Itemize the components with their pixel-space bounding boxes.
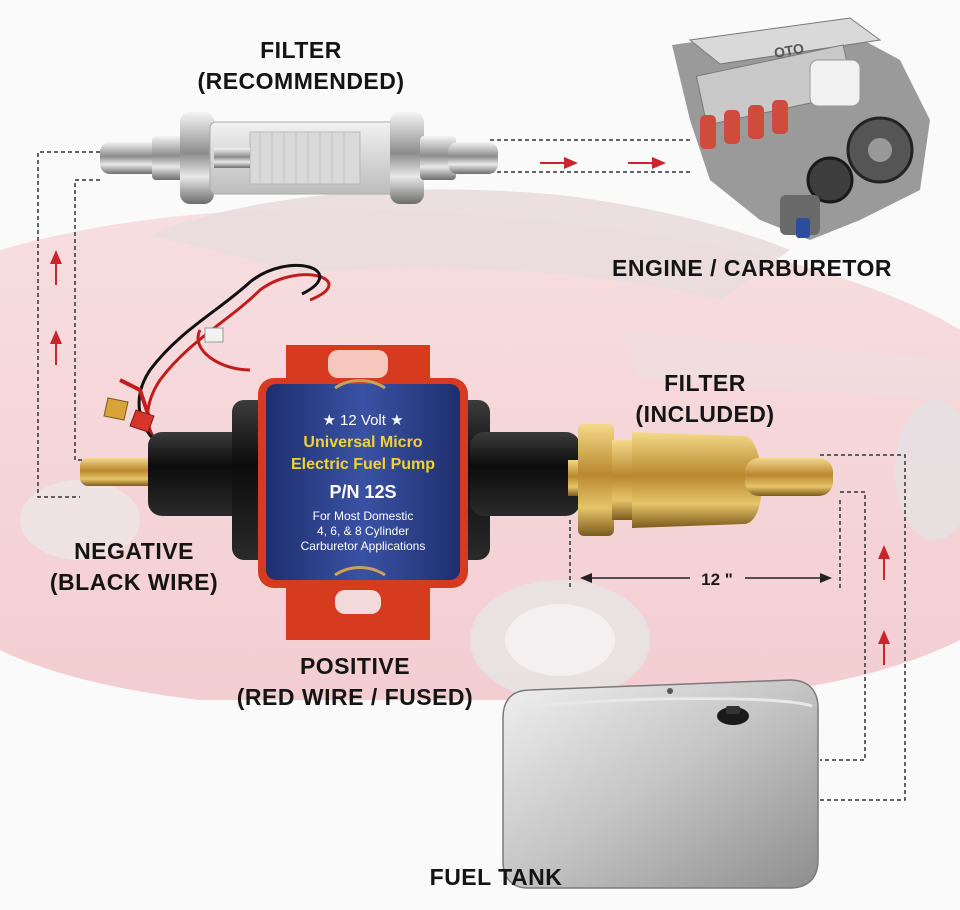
filter-recommended-title: FILTER [260, 37, 342, 63]
pump-name-line-1: Universal Micro [303, 434, 422, 451]
fuel-pump-icon: ★ 12 Volt ★ Universal Micro Electric Fue… [148, 345, 580, 640]
positive-note: (RED WIRE / FUSED) [236, 684, 474, 710]
pump-name-line-2: Electric Fuel Pump [291, 456, 435, 473]
pump-description-line-3: Carburetor Applications [301, 539, 426, 553]
wire-harness [103, 263, 331, 452]
flow-arrow-icon [50, 157, 890, 665]
flow-arrow-up-left-2 [50, 330, 62, 365]
pump-voltage-label: ★ 12 Volt ★ [322, 412, 403, 429]
flow-arrow-up-right-1 [878, 545, 890, 580]
fuel-tank-label: FUEL TANK [429, 864, 563, 890]
distance-label: 12 " [701, 570, 733, 589]
positive-title: POSITIVE [299, 653, 411, 679]
inline-filter-icon [100, 112, 498, 204]
positive-wire-label: POSITIVE (RED WIRE / FUSED) [222, 651, 488, 713]
engine-icon: OTO [672, 17, 930, 240]
flow-arrow-up-right-2 [878, 630, 890, 665]
filter-included-title: FILTER [664, 370, 746, 396]
negative-wire-label: NEGATIVE (BLACK WIRE) [36, 536, 232, 598]
flow-arrow-right-2 [628, 157, 666, 169]
flow-arrow-right-1 [540, 157, 578, 169]
brass-filter-icon [568, 424, 833, 536]
fuel-line-path [37, 139, 906, 801]
inlet-barb [80, 458, 160, 486]
distance-dimension [580, 573, 832, 583]
pump-description-line-1: For Most Domestic [313, 509, 414, 523]
fuel-tank-icon [502, 679, 819, 889]
flow-arrow-up-left-1 [50, 250, 62, 285]
negative-note: (BLACK WIRE) [49, 569, 219, 595]
pump-part-number: P/N 12S [329, 482, 396, 502]
filter-recommended-label: FILTER (RECOMMENDED) [186, 35, 416, 97]
pump-description-line-2: 4, 6, & 8 Cylinder [317, 524, 409, 538]
engine-carburetor-label: ENGINE / CARBURETOR [612, 255, 892, 281]
negative-title: NEGATIVE [74, 538, 194, 564]
filter-recommended-note: (RECOMMENDED) [197, 68, 405, 94]
filter-included-label: FILTER (INCLUDED) [610, 368, 800, 430]
filter-included-note: (INCLUDED) [635, 401, 775, 427]
engine-badge: OTO [773, 40, 806, 61]
